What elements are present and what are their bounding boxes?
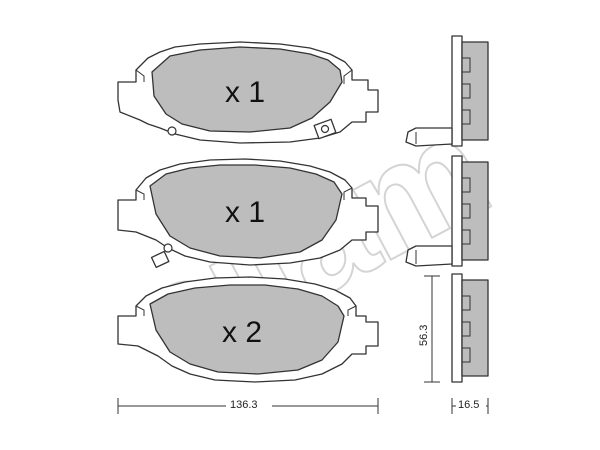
- top-pad-ear-right: [343, 69, 353, 84]
- top-pad-hole: [167, 126, 177, 136]
- side-friction-middle: [461, 161, 489, 261]
- side-profile-top: [405, 35, 489, 147]
- bottom-pad-ear-right: [347, 305, 357, 316]
- middle-pad-ear-left: [135, 189, 145, 200]
- middle-pad-ear-right: [343, 187, 353, 200]
- brake-pad-bottom: x 2: [117, 276, 379, 383]
- width-dimension-label: 136.3: [230, 399, 258, 411]
- middle-pad-hole: [163, 243, 173, 253]
- side-backing-top: [451, 35, 463, 147]
- side-notch-bottom: [462, 295, 471, 363]
- width-dimension: 136.3: [117, 396, 379, 414]
- side-friction-top: [461, 41, 489, 141]
- friction-material-top: [151, 46, 343, 133]
- middle-pad-quantity: x 1: [225, 196, 265, 229]
- side-backing-middle: [451, 155, 463, 267]
- side-profile-bottom: [451, 273, 489, 383]
- wear-sensor-hole-top: [320, 124, 330, 134]
- side-notch-middle: [462, 177, 471, 245]
- thickness-dimension-label: 16.5: [458, 399, 479, 411]
- brake-pad-middle: x 1: [117, 158, 379, 269]
- friction-material-bottom: [149, 284, 345, 375]
- brake-pad-top: x 1: [117, 41, 379, 144]
- bottom-pad-ear-left: [135, 305, 145, 316]
- side-notch-top: [462, 57, 471, 125]
- side-sensor-middle: [405, 245, 453, 267]
- side-backing-bottom: [451, 273, 463, 383]
- side-profile-middle: [405, 155, 489, 267]
- height-dimension-label: 56.3: [418, 325, 430, 346]
- top-pad-quantity: x 1: [225, 76, 265, 109]
- height-dimension: 56.3: [418, 275, 440, 383]
- friction-material-middle: [149, 164, 343, 259]
- thickness-dimension: 16.5: [451, 396, 489, 414]
- wear-sensor-clip-middle: [150, 250, 170, 269]
- bottom-pad-quantity: x 2: [222, 316, 262, 349]
- side-sensor-top: [405, 127, 453, 147]
- top-pad-ear-left: [135, 69, 145, 82]
